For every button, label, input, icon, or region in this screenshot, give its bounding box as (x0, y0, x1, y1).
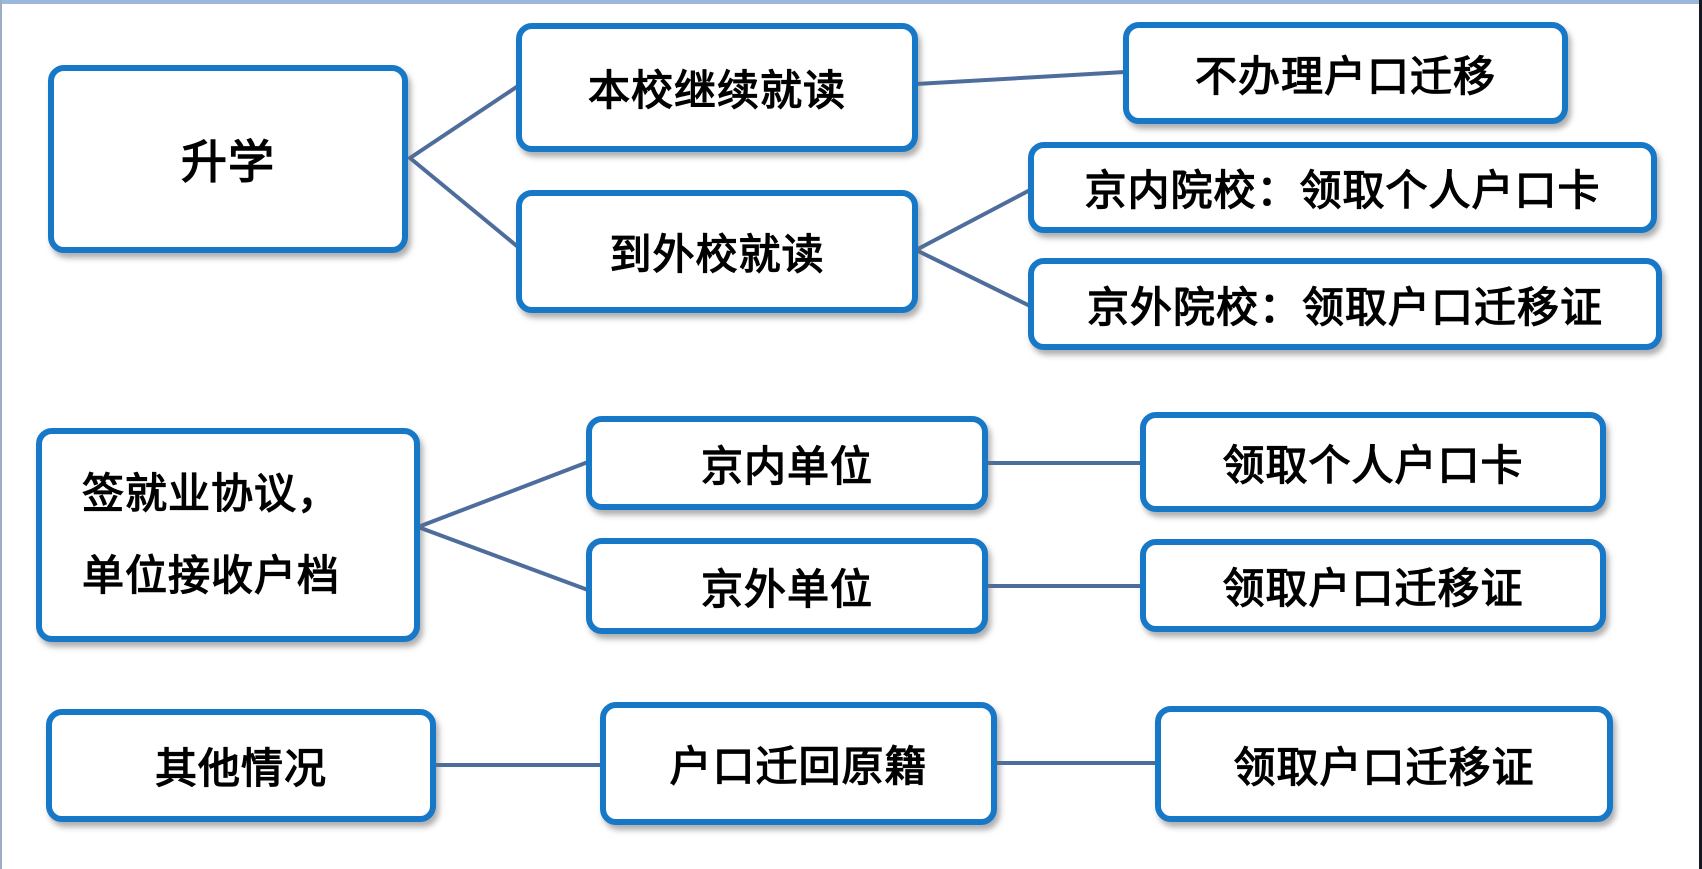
edge-daowaixiao-jingnei-yx (914, 188, 1032, 252)
edge-daowaixiao-jingwai-yx (914, 248, 1032, 308)
node-beijing-school-card: 京内院校：领取个人户口卡 (1028, 142, 1657, 233)
edge-benxiao-bubanli (914, 70, 1127, 86)
node-employment-agreement: 签就业协议， 单位接收户档 (36, 428, 420, 642)
node-continue-same-school: 本校继续就读 (516, 23, 918, 152)
node-beijing-employer: 京内单位 (586, 416, 988, 510)
node-further-study: 升学 (48, 65, 408, 253)
node-nonbeijing-school-cert: 京外院校：领取户口迁移证 (1028, 258, 1662, 350)
page-left-border (0, 0, 2, 869)
node-get-transfer-cert-bottom: 领取户口迁移证 (1155, 706, 1613, 822)
node-nonbeijing-employer: 京外单位 (586, 538, 988, 634)
edge-shengxue-daowaixiao (408, 156, 520, 249)
edge-qianjiuye-jingwai-dw (416, 525, 590, 592)
node-study-other-school: 到外校就读 (516, 190, 918, 313)
edge-qianjiuye-jingnei-dw (416, 460, 590, 529)
node-other-situations: 其他情况 (46, 709, 436, 822)
page-top-border (0, 0, 1702, 4)
node-hukou-back-to-origin: 户口迁回原籍 (600, 702, 997, 825)
node-get-transfer-cert-mid: 领取户口迁移证 (1140, 539, 1606, 632)
node-get-personal-hukou-card: 领取个人户口卡 (1140, 412, 1606, 512)
node-no-hukou-transfer: 不办理户口迁移 (1123, 22, 1568, 124)
page-right-border (1699, 0, 1702, 869)
edge-shengxue-benxiao (408, 84, 520, 160)
